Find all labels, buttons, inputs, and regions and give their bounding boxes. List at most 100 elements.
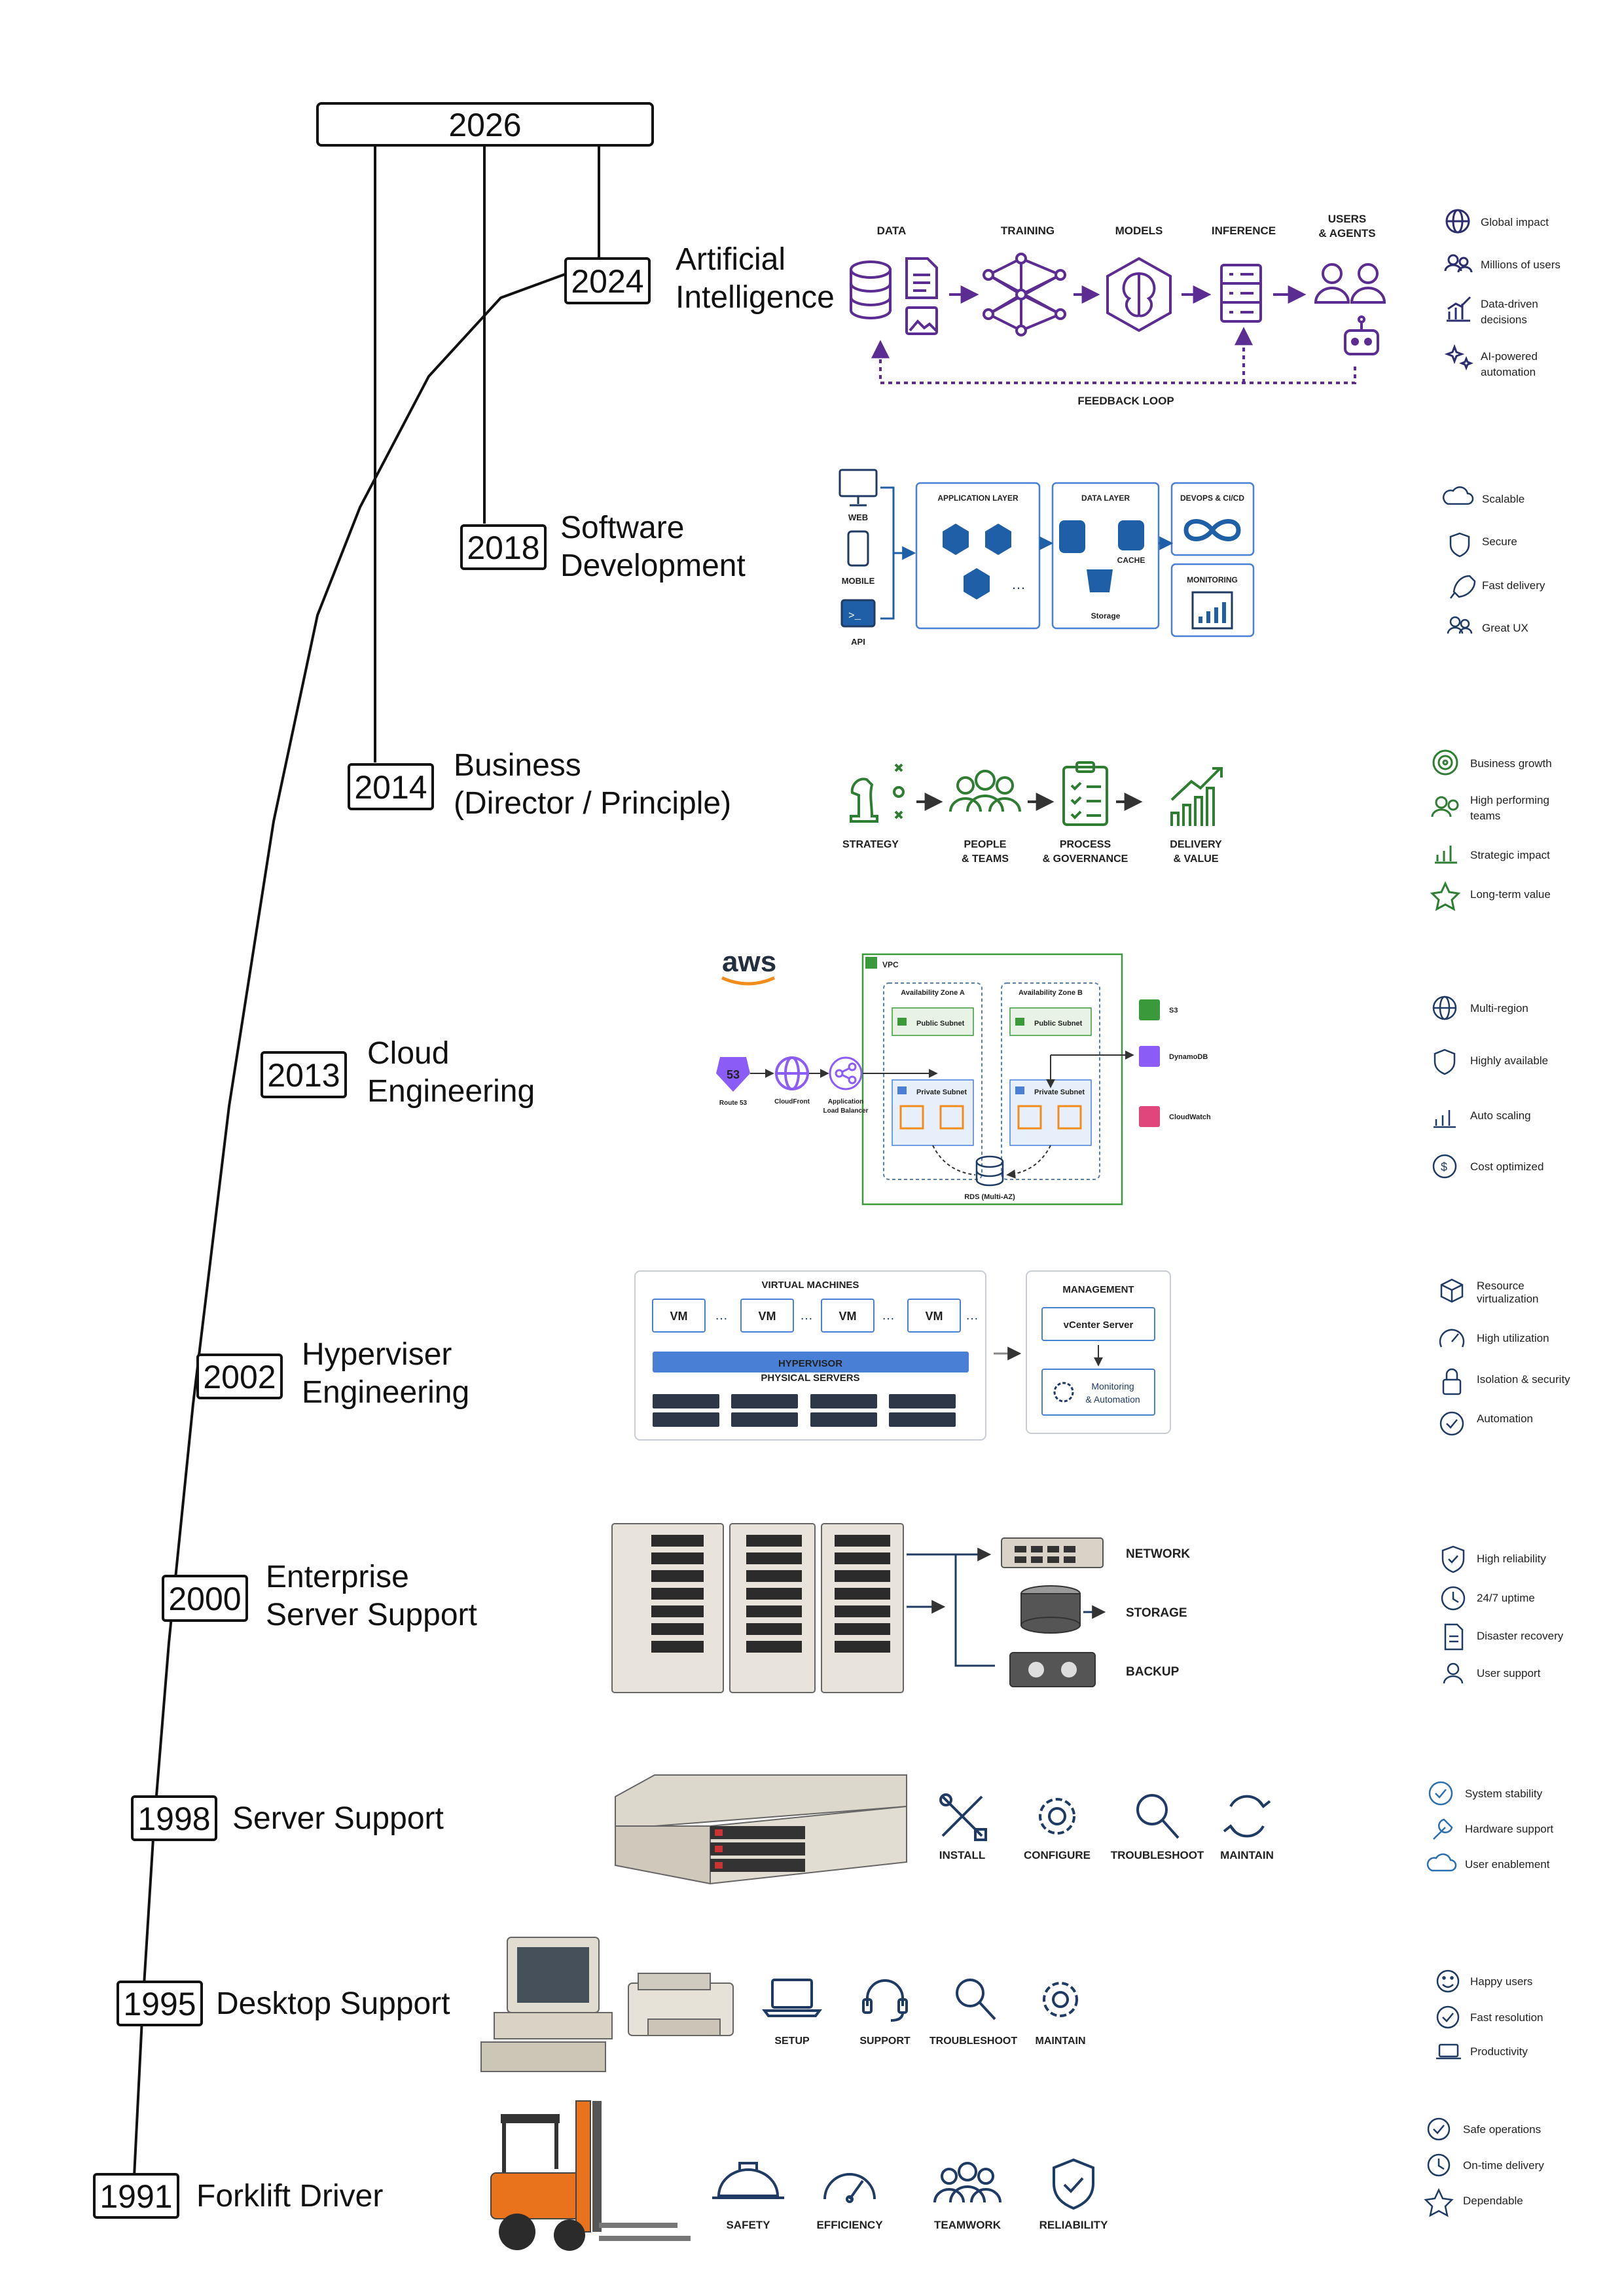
svg-text:Artificial: Artificial [676, 242, 785, 277]
chess-knight-icon [850, 778, 878, 823]
svg-text:Forklift Driver: Forklift Driver [196, 2179, 383, 2214]
svg-text:Engineering: Engineering [302, 1375, 469, 1410]
svg-text:Strategic impact: Strategic impact [1470, 849, 1550, 861]
shield-icon [1434, 1049, 1456, 1075]
forklift-image [490, 2100, 691, 2251]
infinity-devops-icon [1183, 519, 1241, 541]
svg-text:Global impact: Global impact [1481, 216, 1549, 228]
svg-text:MAINTAIN: MAINTAIN [1035, 2036, 1085, 2047]
cloud-icon [1442, 486, 1474, 505]
storage-disk-icon [1020, 1585, 1081, 1634]
svg-text:Availability Zone A: Availability Zone A [901, 989, 965, 997]
desktop-support-benefits-list: Happy users Fast resolution Productivity [1436, 1969, 1543, 2060]
svg-text:DynamoDB: DynamoDB [1169, 1053, 1208, 1061]
svg-text:Development: Development [560, 548, 746, 583]
ai-benefits-list: Global impact Millions of users Data-dri… [1444, 209, 1561, 378]
monitor-icon [839, 469, 878, 497]
rack-units [651, 1535, 890, 1653]
neural-network-icon [983, 253, 1066, 336]
top-year-label: 2026 [448, 107, 521, 143]
svg-text:RDS (Multi-AZ): RDS (Multi-AZ) [964, 1193, 1015, 1201]
aws-architecture-illustration: aws VPC Availability Zone A Availability… [716, 946, 1211, 1206]
svg-text:PHYSICAL SERVERS: PHYSICAL SERVERS [761, 1372, 859, 1384]
svg-text:USERS: USERS [1328, 213, 1367, 225]
svg-text:Storage: Storage [1091, 611, 1121, 620]
svg-text:STRATEGY: STRATEGY [842, 839, 899, 850]
check-circle-icon [1436, 2005, 1460, 2029]
svg-text:teams: teams [1470, 810, 1500, 822]
svg-text:Server Support: Server Support [266, 1598, 477, 1632]
laptop-icon [762, 1979, 822, 2017]
svg-text:Availability Zone B: Availability Zone B [1019, 989, 1083, 997]
svg-text:2014: 2014 [354, 769, 427, 806]
svg-text:Public Subnet: Public Subnet [1034, 1020, 1083, 1028]
svg-text:& VALUE: & VALUE [1173, 853, 1218, 865]
svg-text:HYPERVISOR: HYPERVISOR [778, 1358, 842, 1369]
rack-server-image [615, 1774, 907, 1885]
hypervisor-bar [653, 1352, 969, 1372]
magnifier-icon [1136, 1794, 1180, 1839]
shield-check-icon [1053, 2158, 1094, 2210]
star-icon [1424, 2188, 1454, 2217]
svg-text:STORAGE: STORAGE [1126, 1606, 1187, 1620]
svg-text:PEOPLE: PEOPLE [964, 839, 1007, 850]
stage-2018-heading: 2018 Software Development [460, 511, 746, 583]
chart-icon [1435, 846, 1457, 864]
svg-text:Fast delivery: Fast delivery [1482, 579, 1545, 592]
cloudfront-icon [775, 1056, 809, 1090]
svg-text:VM: VM [839, 1310, 857, 1323]
svg-text:Isolation & security: Isolation & security [1477, 1373, 1570, 1386]
network-switch-icon [1001, 1537, 1104, 1568]
svg-text:Application: Application [828, 1098, 863, 1105]
svg-text:TRAINING: TRAINING [1001, 224, 1055, 237]
backup-tape-icon [1009, 1652, 1096, 1687]
document-icon [905, 257, 938, 299]
svg-text:DATA: DATA [877, 224, 907, 237]
svg-text:automation: automation [1481, 366, 1536, 378]
dynamodb-icon [1139, 1046, 1160, 1067]
svg-text:SETUP: SETUP [774, 2036, 810, 2047]
users-icon [1444, 254, 1473, 273]
svg-text:Data-driven: Data-driven [1481, 298, 1538, 310]
svg-text:virtualization: virtualization [1477, 1293, 1539, 1305]
svg-text:1998: 1998 [137, 1801, 210, 1837]
svg-text:Private Subnet: Private Subnet [1034, 1088, 1085, 1096]
svg-text:Long-term value: Long-term value [1470, 888, 1551, 901]
svg-text:24/7 uptime: 24/7 uptime [1477, 1592, 1535, 1604]
svg-text:Hyperviser: Hyperviser [302, 1337, 452, 1372]
magnifier-icon [956, 1979, 996, 2020]
cube-icon [1440, 1278, 1464, 1303]
svg-text:53: 53 [727, 1068, 740, 1081]
svg-text:SAFETY: SAFETY [726, 2219, 770, 2231]
svg-text:Millions of users: Millions of users [1481, 259, 1561, 271]
document-icon [1444, 1623, 1464, 1651]
image-icon [905, 306, 938, 335]
server-support-illustration: INSTALL CONFIGURE TROUBLESHOOT MAINTAIN [615, 1774, 1274, 1885]
enterprise-server-illustration: NETWORK STORAGE BACKUP [611, 1523, 1190, 1693]
svg-text:2000: 2000 [168, 1581, 241, 1617]
team-icon [933, 2162, 1001, 2203]
svg-text:Safe operations: Safe operations [1463, 2123, 1541, 2136]
svg-text:Software: Software [560, 511, 684, 545]
svg-text:System stability: System stability [1465, 1787, 1543, 1800]
svg-text:>_: >_ [848, 610, 861, 622]
physical-server-units [653, 1394, 956, 1427]
robot-agent-icon [1344, 315, 1379, 355]
checklist-icon [1062, 761, 1108, 826]
route53-icon [716, 1057, 750, 1092]
svg-text:DATA LAYER: DATA LAYER [1081, 493, 1130, 503]
headset-icon [862, 1979, 908, 2022]
target-icon [1432, 749, 1458, 776]
svg-text:High utilization: High utilization [1477, 1332, 1549, 1344]
svg-text:MAINTAIN: MAINTAIN [1220, 1849, 1274, 1861]
shield-icon [1449, 532, 1470, 558]
svg-text:2018: 2018 [467, 529, 539, 566]
software-benefits-list: Scalable Secure Fast delivery Great UX [1442, 486, 1545, 634]
lock-icons [897, 1018, 1024, 1026]
stage-2024-heading: 2024 Artificial Intelligence [564, 242, 835, 315]
business-flow-illustration: STRATEGY PEOPLE & TEAMS PROCESS & GOVERN… [842, 761, 1223, 865]
svg-text:Happy users: Happy users [1470, 1975, 1532, 1988]
svg-text:Engineering: Engineering [367, 1074, 535, 1109]
check-circle-icon [1428, 1781, 1453, 1806]
svg-text:Secure: Secure [1482, 535, 1517, 548]
